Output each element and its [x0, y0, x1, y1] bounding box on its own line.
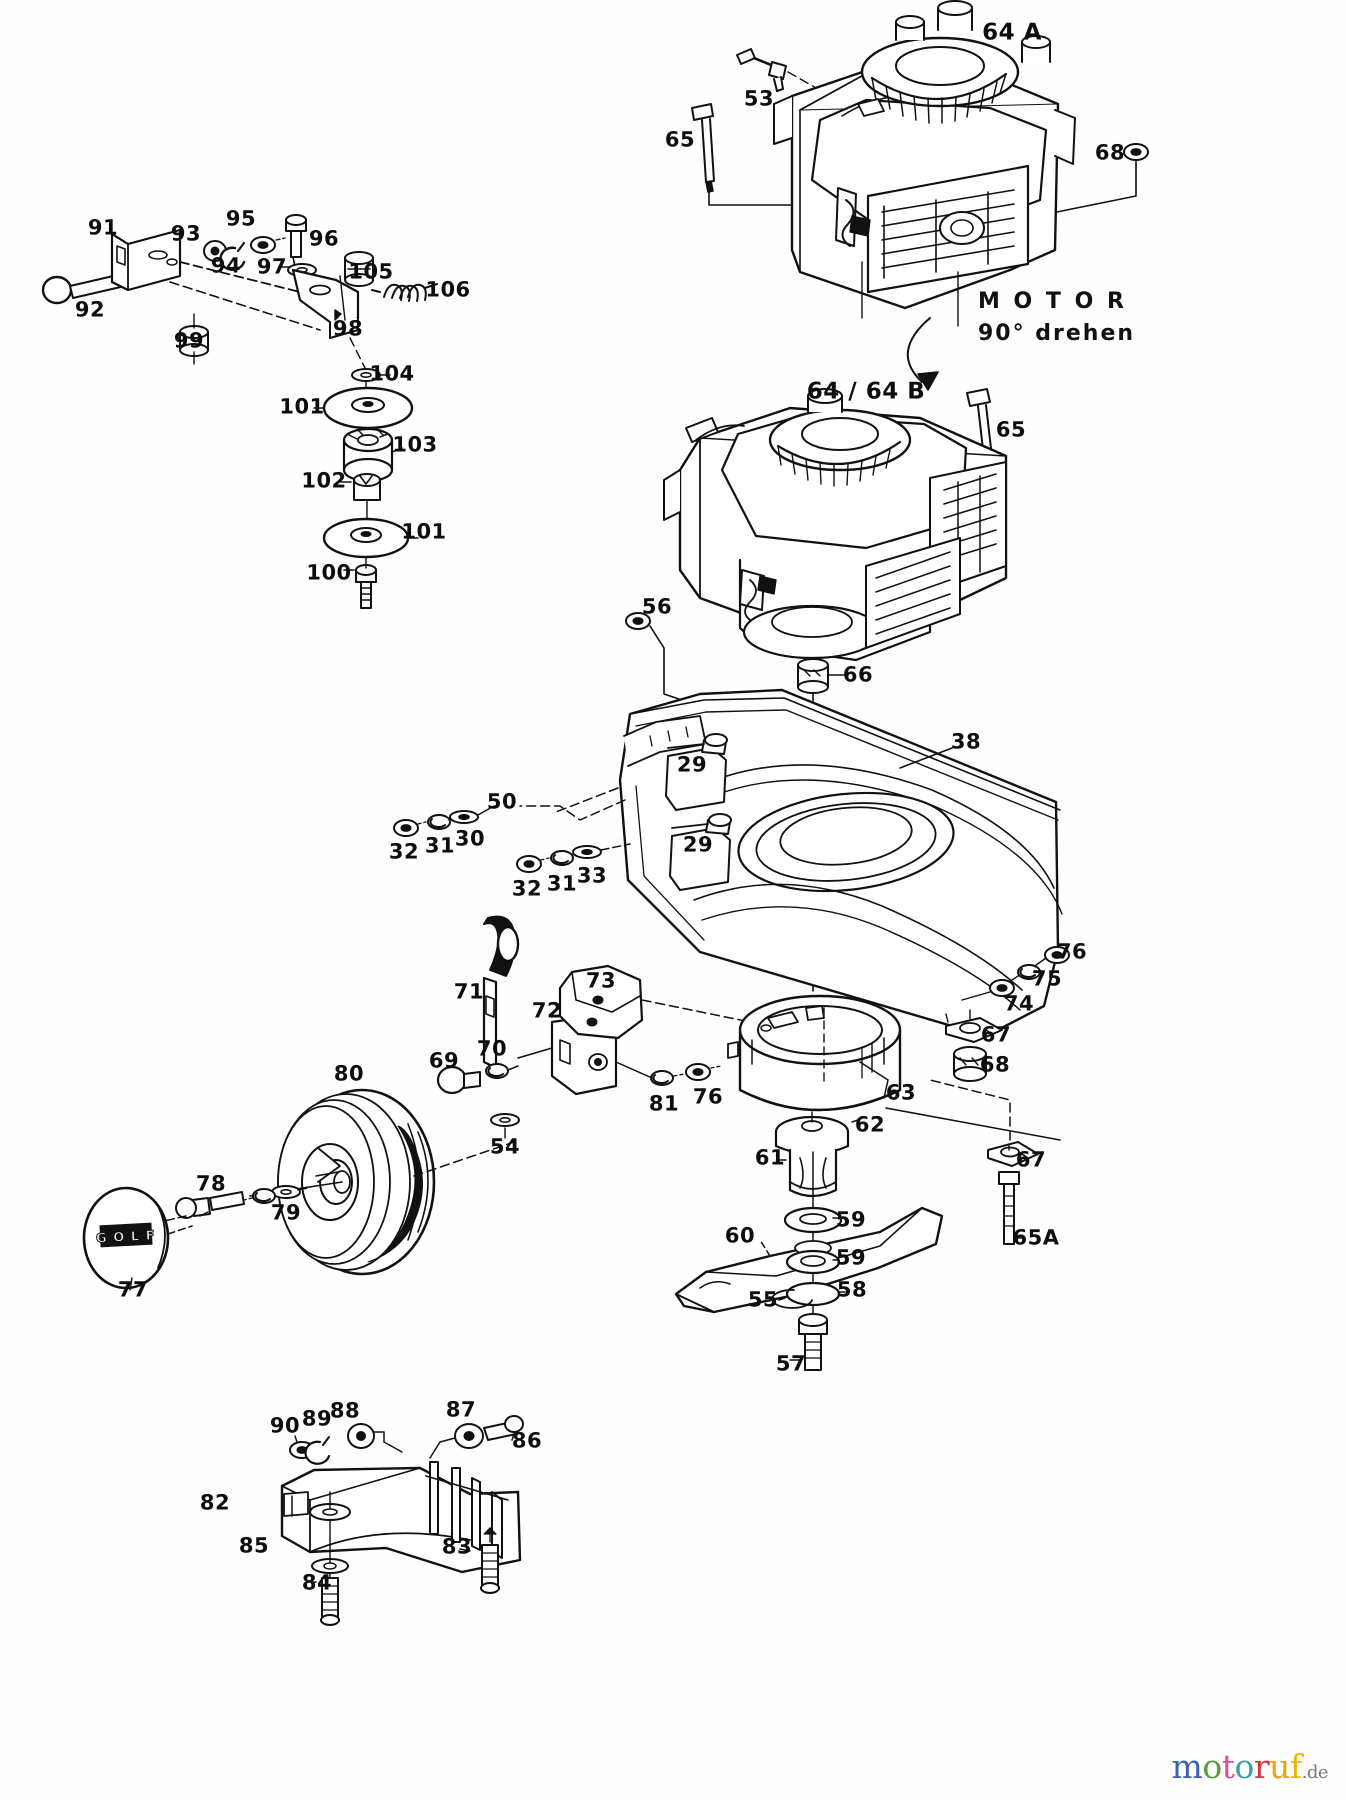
- callout-76r: 76: [1056, 939, 1088, 964]
- callout-58: 58: [836, 1277, 868, 1302]
- callout-67b: 67: [1015, 1147, 1047, 1172]
- callout-98: 98: [332, 316, 364, 341]
- callout-97: 97: [256, 254, 288, 279]
- callout-29b: 29: [682, 832, 714, 857]
- callout-63: 63: [885, 1080, 917, 1105]
- callout-103: 103: [392, 432, 438, 457]
- engine-64-64b-art: [625, 388, 1008, 1021]
- callout-64_64B: 64 / 64 B: [806, 378, 926, 405]
- callout-78: 78: [195, 1171, 227, 1196]
- callout-67a: 67: [980, 1022, 1012, 1047]
- blade-assembly-art: [674, 1111, 944, 1371]
- callout-101a: 101: [279, 394, 325, 419]
- callout-76m: 76: [692, 1084, 724, 1109]
- callout-65m: 65: [995, 417, 1027, 442]
- callout-92: 92: [74, 297, 106, 322]
- callout-77: 77: [117, 1277, 149, 1302]
- mower-deck-art: [393, 688, 1070, 1245]
- callout-105: 105: [348, 259, 394, 284]
- motor-note-line1: M O T O R: [978, 289, 1127, 314]
- callout-100: 100: [306, 560, 352, 585]
- callout-54: 54: [489, 1134, 521, 1159]
- callout-99: 99: [173, 328, 205, 353]
- callout-66: 66: [842, 662, 874, 687]
- watermark-tld: .de: [1301, 1762, 1329, 1783]
- callout-56: 56: [641, 594, 673, 619]
- callout-38: 38: [950, 729, 982, 754]
- callout-91: 91: [87, 215, 119, 240]
- callout-88: 88: [329, 1398, 361, 1423]
- callout-57: 57: [775, 1351, 807, 1376]
- callout-94: 94: [210, 253, 242, 278]
- callout-102: 102: [301, 468, 347, 493]
- callout-106: 106: [425, 277, 471, 302]
- callout-75: 75: [1031, 966, 1063, 991]
- lever-assembly-art: [436, 915, 761, 1139]
- callout-59b: 59: [835, 1245, 867, 1270]
- site-watermark: motoruf.de: [1171, 1747, 1329, 1786]
- lower-left-bracket-art: [280, 1415, 524, 1626]
- callout-32a: 32: [388, 839, 420, 864]
- callout-32b: 32: [511, 876, 543, 901]
- callout-30: 30: [454, 826, 486, 851]
- callout-64A: 64 A: [982, 19, 1042, 46]
- callout-80: 80: [333, 1061, 365, 1086]
- callout-84: 84: [301, 1570, 333, 1595]
- callout-83: 83: [441, 1534, 473, 1559]
- callout-87: 87: [445, 1397, 477, 1422]
- svg-text:G O L F: G O L F: [96, 1228, 156, 1246]
- callout-89: 89: [301, 1406, 333, 1431]
- callout-65t: 65: [664, 127, 696, 152]
- callout-33: 33: [576, 863, 608, 888]
- callout-53: 53: [743, 86, 775, 111]
- callout-79: 79: [270, 1200, 302, 1225]
- callout-59a: 59: [835, 1207, 867, 1232]
- wheel-assembly-art: [82, 1088, 521, 1291]
- upper-left-assembly-art: [41, 214, 438, 609]
- callout-101b: 101: [401, 519, 447, 544]
- callout-70: 70: [476, 1036, 508, 1061]
- engine-64a-art: [691, 0, 1149, 391]
- callout-68b: 68: [979, 1052, 1011, 1077]
- callout-69: 69: [428, 1048, 460, 1073]
- callout-96: 96: [308, 226, 340, 251]
- callout-29a: 29: [676, 752, 708, 777]
- callout-55: 55: [747, 1287, 779, 1312]
- callout-90: 90: [269, 1413, 301, 1438]
- callout-72: 72: [531, 998, 563, 1023]
- callout-50: 50: [486, 789, 518, 814]
- belt-housing-art: [727, 994, 1061, 1141]
- motor-rotate-note: M O T O R 90° drehen: [978, 286, 1135, 350]
- callout-74: 74: [1003, 991, 1035, 1016]
- callout-62: 62: [854, 1112, 886, 1137]
- callout-65A: 65A: [1012, 1225, 1060, 1250]
- callout-71: 71: [453, 979, 485, 1004]
- callout-85: 85: [238, 1533, 270, 1558]
- callout-31a: 31: [424, 833, 456, 858]
- motor-note-line2: 90° drehen: [978, 320, 1136, 346]
- callout-81: 81: [648, 1091, 680, 1116]
- callout-93: 93: [170, 221, 202, 246]
- callout-31b: 31: [546, 871, 578, 896]
- callout-104: 104: [369, 361, 415, 386]
- callout-68t: 68: [1094, 140, 1126, 165]
- callout-86: 86: [511, 1428, 543, 1453]
- callout-95: 95: [225, 206, 257, 231]
- callout-73: 73: [585, 968, 617, 993]
- callout-60: 60: [724, 1223, 756, 1248]
- callout-61: 61: [754, 1145, 786, 1170]
- callout-82: 82: [199, 1490, 231, 1515]
